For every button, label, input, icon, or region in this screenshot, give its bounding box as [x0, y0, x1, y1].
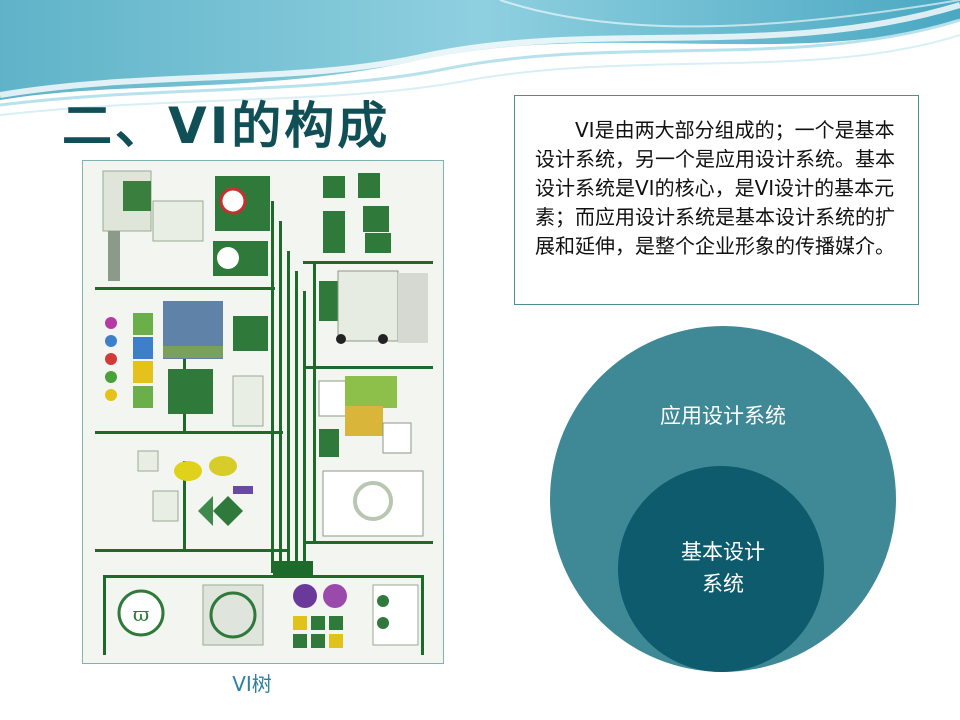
venn-inner-label: 基本设计 系统	[618, 536, 828, 600]
venn-inner-label-line1: 基本设计	[681, 540, 765, 564]
venn-outer-label: 应用设计系统	[660, 404, 786, 428]
venn-inner-circle	[618, 466, 824, 672]
header-wave-decoration	[0, 0, 960, 116]
figure-caption: VI树	[232, 672, 272, 696]
vi-tree-image: ϖ	[82, 160, 444, 664]
vi-tree-illustration: ϖ	[83, 161, 443, 663]
description-paragraph: VI是由两大部分组成的；一个是基本设计系统，另一个是应用设计系统。基本设计系统是…	[535, 118, 895, 258]
venn-diagram	[550, 326, 896, 672]
description-textbox: VI是由两大部分组成的；一个是基本设计系统，另一个是应用设计系统。基本设计系统是…	[514, 95, 919, 305]
svg-text:ϖ: ϖ	[133, 602, 149, 626]
slide-title: 二、VI的构成	[62, 97, 391, 155]
venn-inner-label-line2: 系统	[702, 572, 744, 596]
